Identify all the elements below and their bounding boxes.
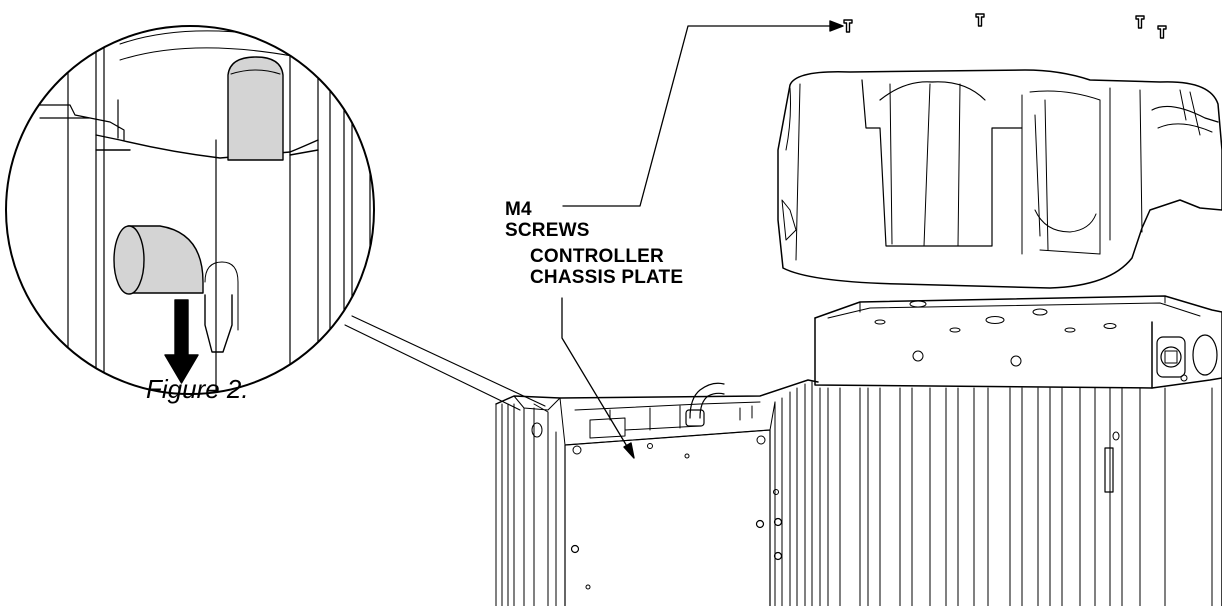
screw-icon [1157, 25, 1167, 39]
plate-arrowhead [623, 442, 635, 459]
screw-icon [1135, 15, 1145, 29]
right-housing [814, 295, 1222, 606]
screw-icon [843, 19, 853, 33]
screws-label-line2: SCREWS [505, 220, 590, 241]
plate-label-line1: CONTROLLER [530, 246, 664, 267]
screws-leader [562, 25, 837, 207]
down-arrow-icon [164, 299, 199, 384]
plate-label-line2: CHASSIS PLATE [530, 267, 684, 288]
figure-caption: Figure 2. [146, 374, 249, 404]
top-cover [777, 69, 1222, 289]
screw-group [843, 13, 1167, 39]
screws-label-line1: M4 [505, 199, 532, 220]
screws-arrowhead [829, 20, 844, 32]
plate-leader [561, 297, 629, 449]
left-housing [495, 379, 819, 606]
detail-circle [5, 25, 546, 411]
screw-icon [975, 13, 985, 27]
